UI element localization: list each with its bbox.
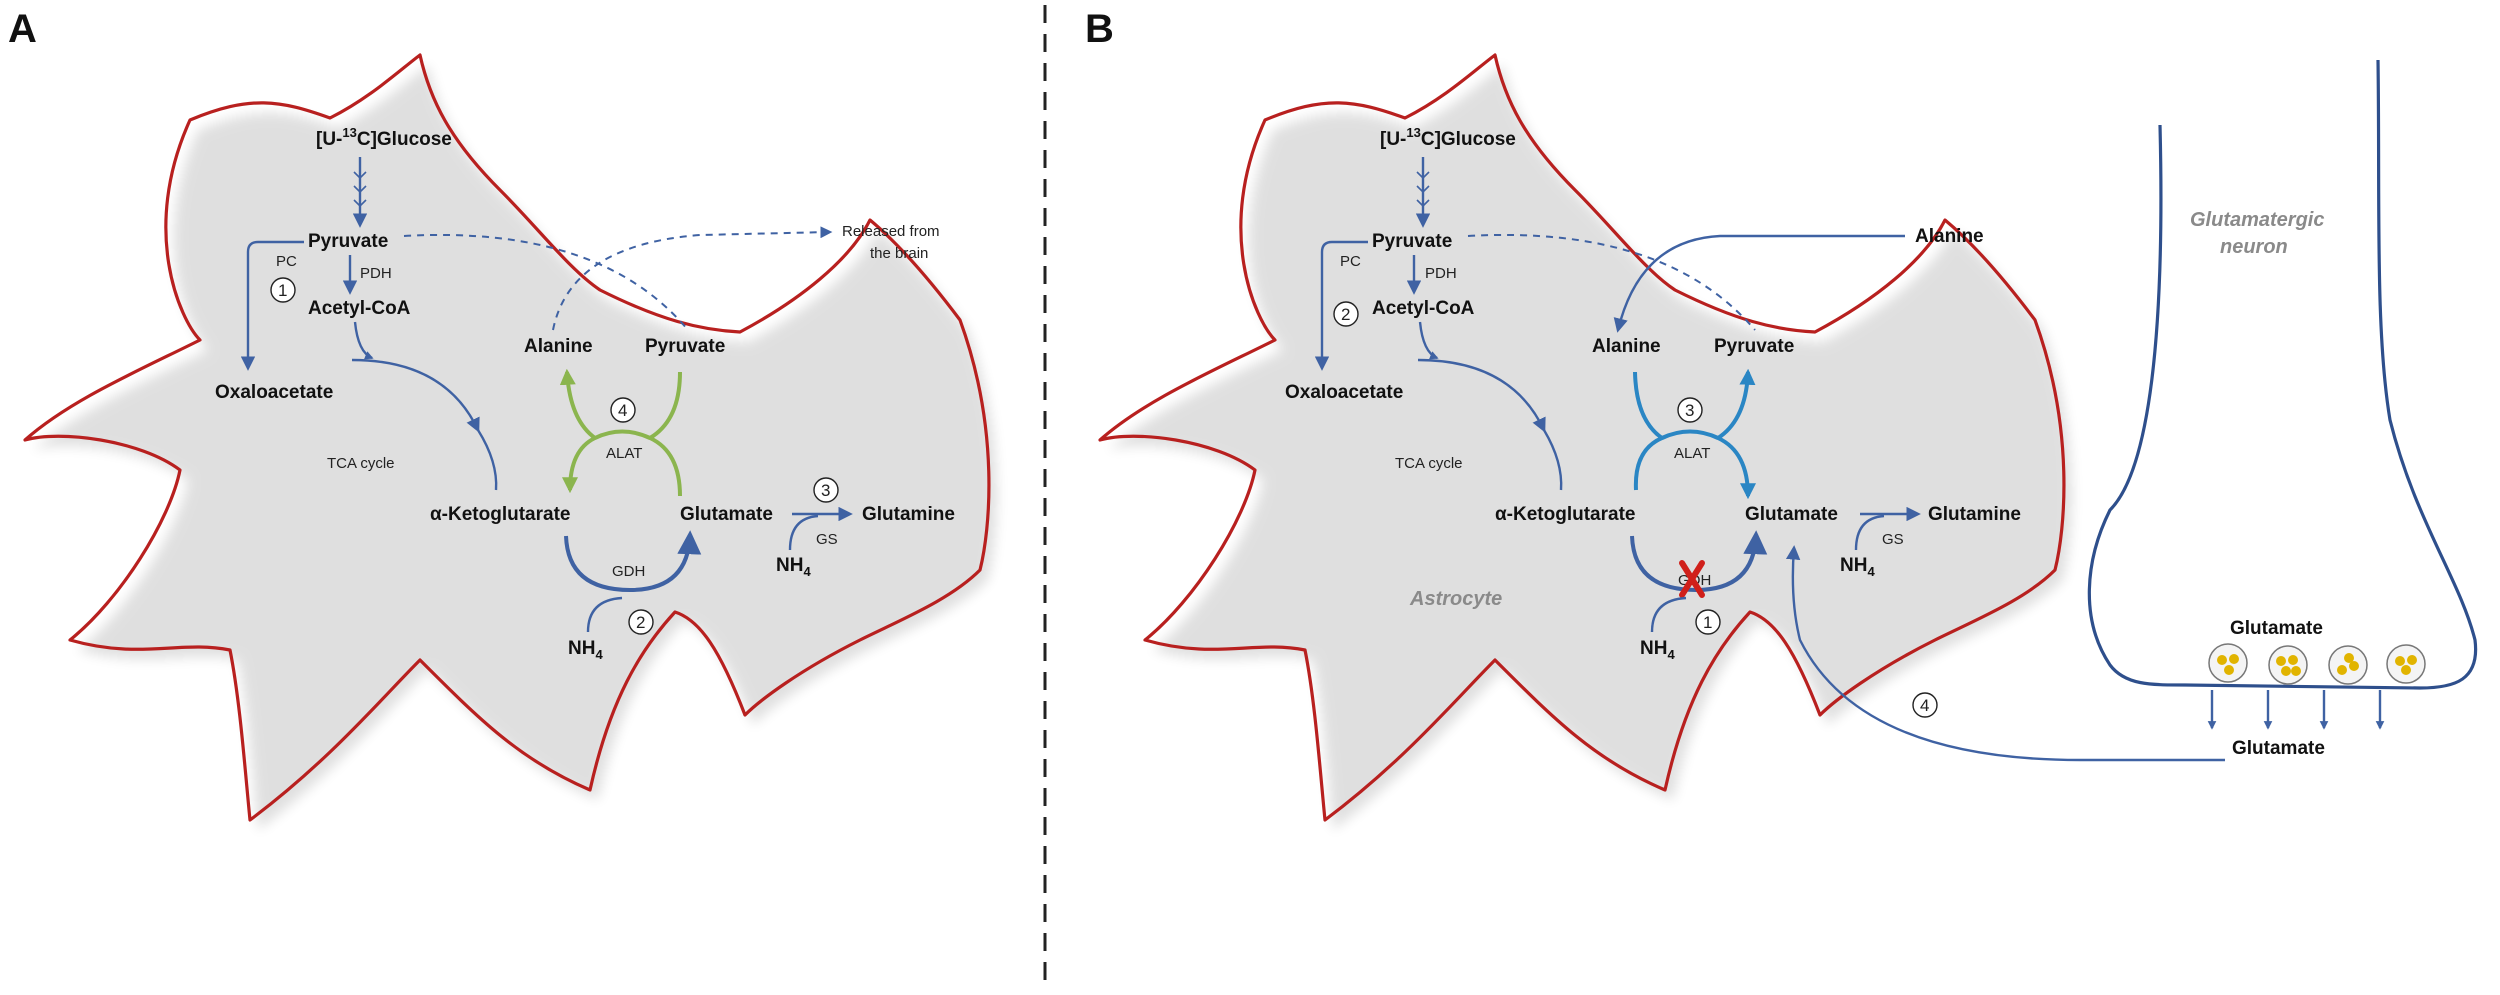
vesicle-glutamate-label: Glutamate xyxy=(2230,618,2323,639)
step-1-circle xyxy=(270,277,296,303)
pdh-label: PDH xyxy=(360,265,392,282)
panel-b: B [U-13C]Glucose Pyruvate PDH Acetyl-CoA… xyxy=(1085,7,2478,830)
step-4-number-b: 4 xyxy=(1920,696,1929,715)
alanine-label-b: Alanine xyxy=(1592,336,1661,357)
alat-label-b: ALAT xyxy=(1674,445,1710,462)
acetyl-to-cycle-arrow xyxy=(353,321,374,360)
oxaloacetate-label: Oxaloacetate xyxy=(215,382,333,403)
tca-arc-lower xyxy=(476,429,498,491)
neuron-label-line1: Glutamatergic xyxy=(2190,209,2324,231)
alanine-release-dashed xyxy=(552,226,833,331)
panel-a-label: A xyxy=(8,7,37,51)
pc-arrow xyxy=(240,240,304,371)
astrocyte-outline xyxy=(23,53,991,822)
gdh-arc xyxy=(564,530,702,593)
tca-arc xyxy=(351,358,480,433)
glutamate-release-arrows xyxy=(2207,690,2385,730)
step-4-number: 4 xyxy=(618,401,627,420)
tca-label-b: TCA cycle xyxy=(1395,455,1463,472)
alanine-label: Alanine xyxy=(524,336,593,357)
akg-label-b: α-Ketoglutarate xyxy=(1495,504,1635,525)
synaptic-vesicles xyxy=(2208,643,2426,685)
neuron-outline xyxy=(2087,59,2478,690)
step-3-circle-b xyxy=(1677,397,1703,423)
glutamate-label-b: Glutamate xyxy=(1745,504,1838,525)
step-3-number-b: 3 xyxy=(1685,401,1694,420)
gdh-label: GDH xyxy=(612,563,645,580)
nh4-gdh-label-b: NH4 xyxy=(1640,638,1675,662)
astrocyte-shadow xyxy=(33,65,997,830)
nh4-gdh-arrow xyxy=(586,596,623,633)
acetyl-coa-label: Acetyl-CoA xyxy=(308,298,411,319)
pyruvate-to-alat-dashed-b xyxy=(1467,233,1756,331)
acetyl-coa-label-b: Acetyl-CoA xyxy=(1372,298,1475,319)
pyruvate-to-alat-dashed xyxy=(403,233,689,331)
nh4-gdh-arrow-b xyxy=(1650,596,1687,633)
step-2-circle xyxy=(628,609,654,635)
acetyl-to-cycle-arrow-b xyxy=(1418,321,1439,360)
astrocyte-b-outline xyxy=(1098,53,2066,822)
akg-label: α-Ketoglutarate xyxy=(430,504,570,525)
nh4-gdh-label: NH4 xyxy=(568,638,603,662)
astrocyte-label: Astrocyte xyxy=(1409,588,1502,610)
step-3-circle xyxy=(813,477,839,503)
glutamate-label: Glutamate xyxy=(680,504,773,525)
pc-label-b: PC xyxy=(1340,253,1361,270)
nh4-gs-label-b: NH4 xyxy=(1840,555,1875,579)
step-3-number: 3 xyxy=(821,481,830,500)
panel-a: A [U-13C]Glucose Pyruvate PDH Acetyl-CoA… xyxy=(8,7,997,830)
glycolysis-ticks xyxy=(353,171,367,208)
oxaloacetate-label-b: Oxaloacetate xyxy=(1285,382,1403,403)
nh4-gs-arrow xyxy=(788,514,819,551)
step-2-number: 2 xyxy=(636,613,645,632)
nh4-gs-arrow-b xyxy=(1854,514,1885,551)
alat-label: ALAT xyxy=(606,445,642,462)
step-4-circle xyxy=(610,397,636,423)
pdh-label-b: PDH xyxy=(1425,265,1457,282)
alanine-uptake-arrow xyxy=(1613,234,1905,333)
astrocyte-b-shadow xyxy=(1108,65,2072,830)
gs-label-b: GS xyxy=(1882,531,1904,548)
alat-cross-b xyxy=(1661,429,1719,440)
tca-label: TCA cycle xyxy=(327,455,395,472)
step-1-number: 1 xyxy=(278,281,287,300)
step-4-circle-b xyxy=(1912,692,1938,718)
step-2-circle-b xyxy=(1333,301,1359,327)
pyruvate-alat-label: Pyruvate xyxy=(645,336,725,357)
pc-label: PC xyxy=(276,253,297,270)
glucose-label-b: [U-13C]Glucose xyxy=(1380,125,1516,150)
gdh-blocked-x xyxy=(1679,560,1705,598)
pyruvate-label: Pyruvate xyxy=(308,231,388,252)
nh4-gs-label: NH4 xyxy=(776,555,811,579)
glutamine-label: Glutamine xyxy=(862,504,955,525)
pyruvate-label-b: Pyruvate xyxy=(1372,231,1452,252)
released-label-line1: Released from xyxy=(842,223,940,240)
synaptic-glutamate-label: Glutamate xyxy=(2232,738,2325,759)
step-1-circle-b xyxy=(1695,609,1721,635)
alat-cross xyxy=(594,429,651,440)
glutamate-uptake-arrow xyxy=(1785,545,2225,762)
gs-label: GS xyxy=(816,531,838,548)
glutamine-label-b: Glutamine xyxy=(1928,504,2021,525)
tca-arc-lower-b xyxy=(1542,429,1563,491)
pyruvate-alat-label-b: Pyruvate xyxy=(1714,336,1794,357)
glycolysis-ticks-b xyxy=(1416,171,1430,208)
pc-arrow-b xyxy=(1314,240,1368,371)
released-label-line2: the brain xyxy=(870,245,928,262)
step-1-number-b: 1 xyxy=(1703,613,1712,632)
glucose-label: [U-13C]Glucose xyxy=(316,125,452,150)
alanine-external-label: Alanine xyxy=(1915,226,1984,247)
step-2-number-b: 2 xyxy=(1341,305,1350,324)
panel-b-label: B xyxy=(1085,7,1114,51)
neuron-label-line2: neuron xyxy=(2220,236,2288,258)
tca-arc-b xyxy=(1417,358,1546,433)
